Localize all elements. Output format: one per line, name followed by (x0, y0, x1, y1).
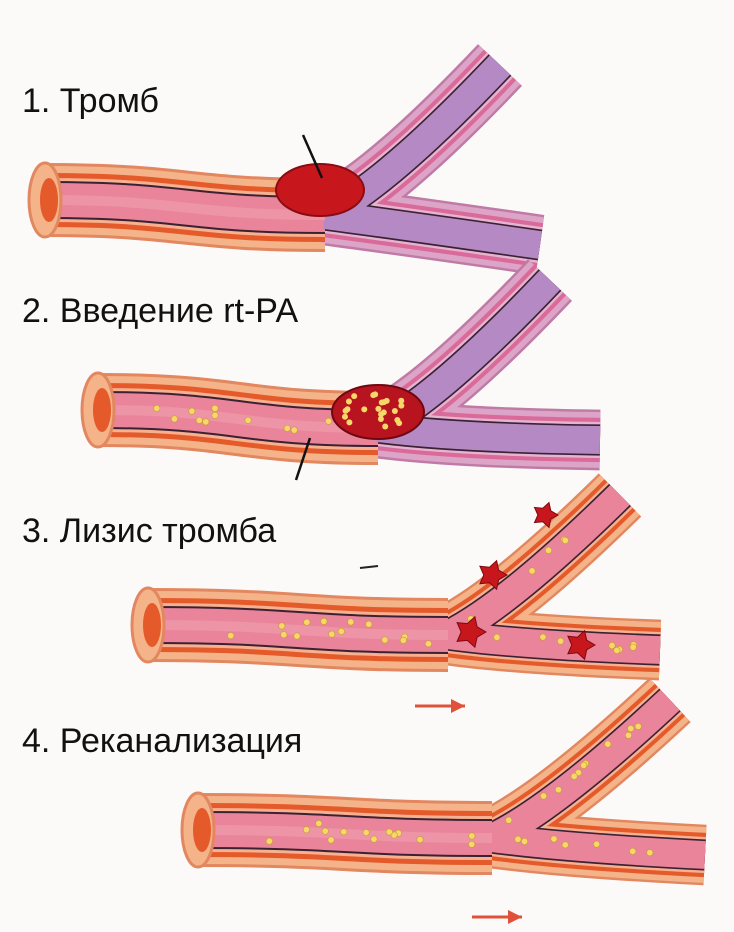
rt-pa-particle-icon (348, 619, 354, 625)
rt-pa-particle-icon (386, 829, 392, 835)
rt-pa-particle-icon (506, 817, 512, 823)
rt-pa-particle-icon (375, 406, 381, 412)
vessel-cut-lumen (193, 808, 211, 852)
flow-arrow-head (508, 910, 522, 924)
rt-pa-particle-icon (540, 634, 546, 640)
rt-pa-particle-icon (346, 398, 352, 404)
rt-pa-particle-icon (316, 820, 322, 826)
rt-pa-particle-icon (494, 634, 500, 640)
step-2-label: 2. Введение rt-PA (22, 292, 298, 331)
rt-pa-particle-icon (555, 787, 561, 793)
rt-pa-particle-icon (294, 633, 300, 639)
rt-pa-particle-icon (284, 425, 290, 431)
rt-pa-particle-icon (515, 836, 521, 842)
rt-pa-particle-icon (341, 829, 347, 835)
rt-pa-particle-icon (392, 408, 398, 414)
rt-pa-particle-icon (609, 642, 615, 648)
rt-pa-particle-icon (372, 391, 378, 397)
rt-pa-particle-icon (304, 619, 310, 625)
rt-pa-particle-icon (398, 403, 404, 409)
vessel-lumen-lower-branch (448, 635, 660, 650)
rt-pa-particle-icon (321, 618, 327, 624)
rt-pa-particle-icon (279, 623, 285, 629)
rt-pa-particle-icon (571, 773, 577, 779)
rt-pa-particle-icon (325, 418, 331, 424)
rt-pa-particle-icon (351, 393, 357, 399)
vessel-cut-lumen (40, 178, 58, 222)
rt-pa-particle-icon (291, 427, 297, 433)
vessel-cut-lumen (93, 388, 111, 432)
rt-pa-particle-icon (371, 836, 377, 842)
rt-pa-particle-icon (628, 725, 634, 731)
rt-pa-particle-icon (562, 537, 568, 543)
rt-pa-particle-icon (521, 838, 527, 844)
rt-pa-particle-icon (328, 837, 334, 843)
rt-pa-particle-icon (212, 412, 218, 418)
flow-arrow-head (451, 699, 465, 713)
rt-pa-particle-icon (382, 423, 388, 429)
rt-pa-particle-icon (629, 848, 635, 854)
flow-arrow-icon (415, 699, 465, 713)
rt-pa-particle-icon (212, 405, 218, 411)
rt-pa-particle-icon (245, 417, 251, 423)
step-4-label: 4. Реканализация (22, 722, 302, 761)
rt-pa-particle-icon (468, 841, 474, 847)
rt-pa-particle-icon (647, 849, 653, 855)
rt-pa-particle-icon (562, 842, 568, 848)
rt-pa-particle-icon (343, 408, 349, 414)
rt-pa-particle-icon (228, 632, 234, 638)
rt-pa-particle-icon (378, 411, 384, 417)
rt-pa-particle-icon (338, 628, 344, 634)
rt-pa-particle-icon (581, 762, 587, 768)
rt-pa-particle-icon (614, 647, 620, 653)
rt-pa-particle-icon (417, 836, 423, 842)
rt-pa-particle-icon (384, 398, 390, 404)
rt-pa-particle-icon (425, 641, 431, 647)
rt-pa-particle-icon (366, 621, 372, 627)
rt-pa-particle-icon (557, 638, 563, 644)
rt-pa-particle-icon (540, 793, 546, 799)
flow-arrow-icon (472, 910, 522, 924)
rt-pa-particle-icon (545, 547, 551, 553)
rt-pa-particle-icon (196, 417, 202, 423)
rt-pa-particle-icon (266, 838, 272, 844)
rt-pa-particle-icon (400, 637, 406, 643)
step-1-label: 1. Тромб (22, 82, 159, 121)
rt-pa-particle-icon (361, 406, 367, 412)
rt-pa-particle-icon (382, 637, 388, 643)
rt-pa-particle-icon (203, 419, 209, 425)
rt-pa-particle-icon (346, 419, 352, 425)
rt-pa-particle-icon (551, 836, 557, 842)
rt-pa-particle-icon (630, 644, 636, 650)
rt-pa-particle-icon (469, 833, 475, 839)
rt-pa-particle-icon (171, 416, 177, 422)
rt-pa-particle-icon (281, 631, 287, 637)
rt-pa-particle-icon (303, 826, 309, 832)
vessel-cut-lumen (143, 603, 161, 647)
step-3-label: 3. Лизис тромба (22, 512, 276, 551)
rt-pa-particle-icon (189, 408, 195, 414)
rt-pa-particle-icon (593, 841, 599, 847)
rt-pa-particle-icon (154, 405, 160, 411)
rt-pa-particle-icon (635, 723, 641, 729)
rt-pa-particle-icon (322, 828, 328, 834)
rt-pa-particle-icon (363, 829, 369, 835)
lysis-pointer-line (360, 566, 378, 568)
rt-pa-particle-icon (342, 414, 348, 420)
rt-pa-particle-icon (605, 741, 611, 747)
rt-pa-particle-icon (329, 631, 335, 637)
rt-pa-particle-icon (394, 417, 400, 423)
rt-pa-particle-icon (625, 732, 631, 738)
rt-pa-particle-icon (529, 568, 535, 574)
